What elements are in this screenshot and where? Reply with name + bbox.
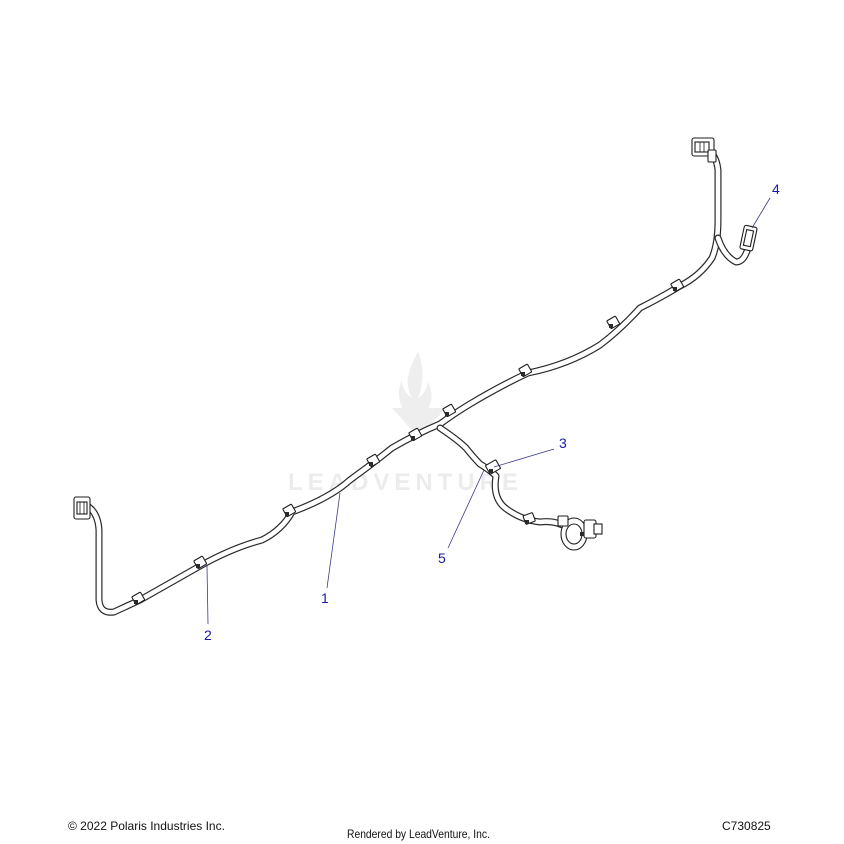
callout-5[interactable]: 5 xyxy=(438,550,446,566)
watermark-flame-icon xyxy=(398,352,432,420)
leader-1 xyxy=(326,492,341,589)
rendered-by-text: Rendered by LeadVenture, Inc. xyxy=(347,827,490,841)
clip xyxy=(442,403,457,418)
clip xyxy=(522,512,536,525)
top-end-connector xyxy=(691,137,717,163)
main-harness xyxy=(82,144,752,616)
callouts: 1 2 3 4 5 xyxy=(204,181,780,643)
harness-clips xyxy=(131,278,685,606)
diagram-part-number: C730825 xyxy=(722,819,771,833)
clip xyxy=(193,555,208,570)
left-end-connector xyxy=(73,496,91,520)
leader-4 xyxy=(751,197,771,229)
watermark-text: LEADVENTURE xyxy=(288,469,523,496)
leader-2 xyxy=(206,565,209,625)
leader-lines xyxy=(206,197,771,625)
connector-part-4 xyxy=(739,224,758,252)
callout-3[interactable]: 3 xyxy=(559,435,567,451)
callout-2[interactable]: 2 xyxy=(204,627,212,643)
clip xyxy=(518,363,533,378)
clip xyxy=(606,315,621,330)
clip xyxy=(670,278,685,293)
callout-1[interactable]: 1 xyxy=(321,590,329,606)
lower-connector-assembly xyxy=(557,515,603,551)
copyright-text: © 2022 Polaris Industries Inc. xyxy=(68,819,225,833)
clip xyxy=(408,427,423,442)
leader-5 xyxy=(447,469,485,549)
clip xyxy=(282,503,297,518)
leader-3 xyxy=(493,448,555,468)
clip xyxy=(131,591,146,606)
clip xyxy=(366,453,381,468)
callout-4[interactable]: 4 xyxy=(772,181,780,197)
watermark: LEADVENTURE xyxy=(288,352,523,496)
clip xyxy=(485,459,501,475)
watermark-v-icon xyxy=(392,408,446,438)
connectors xyxy=(73,137,758,551)
